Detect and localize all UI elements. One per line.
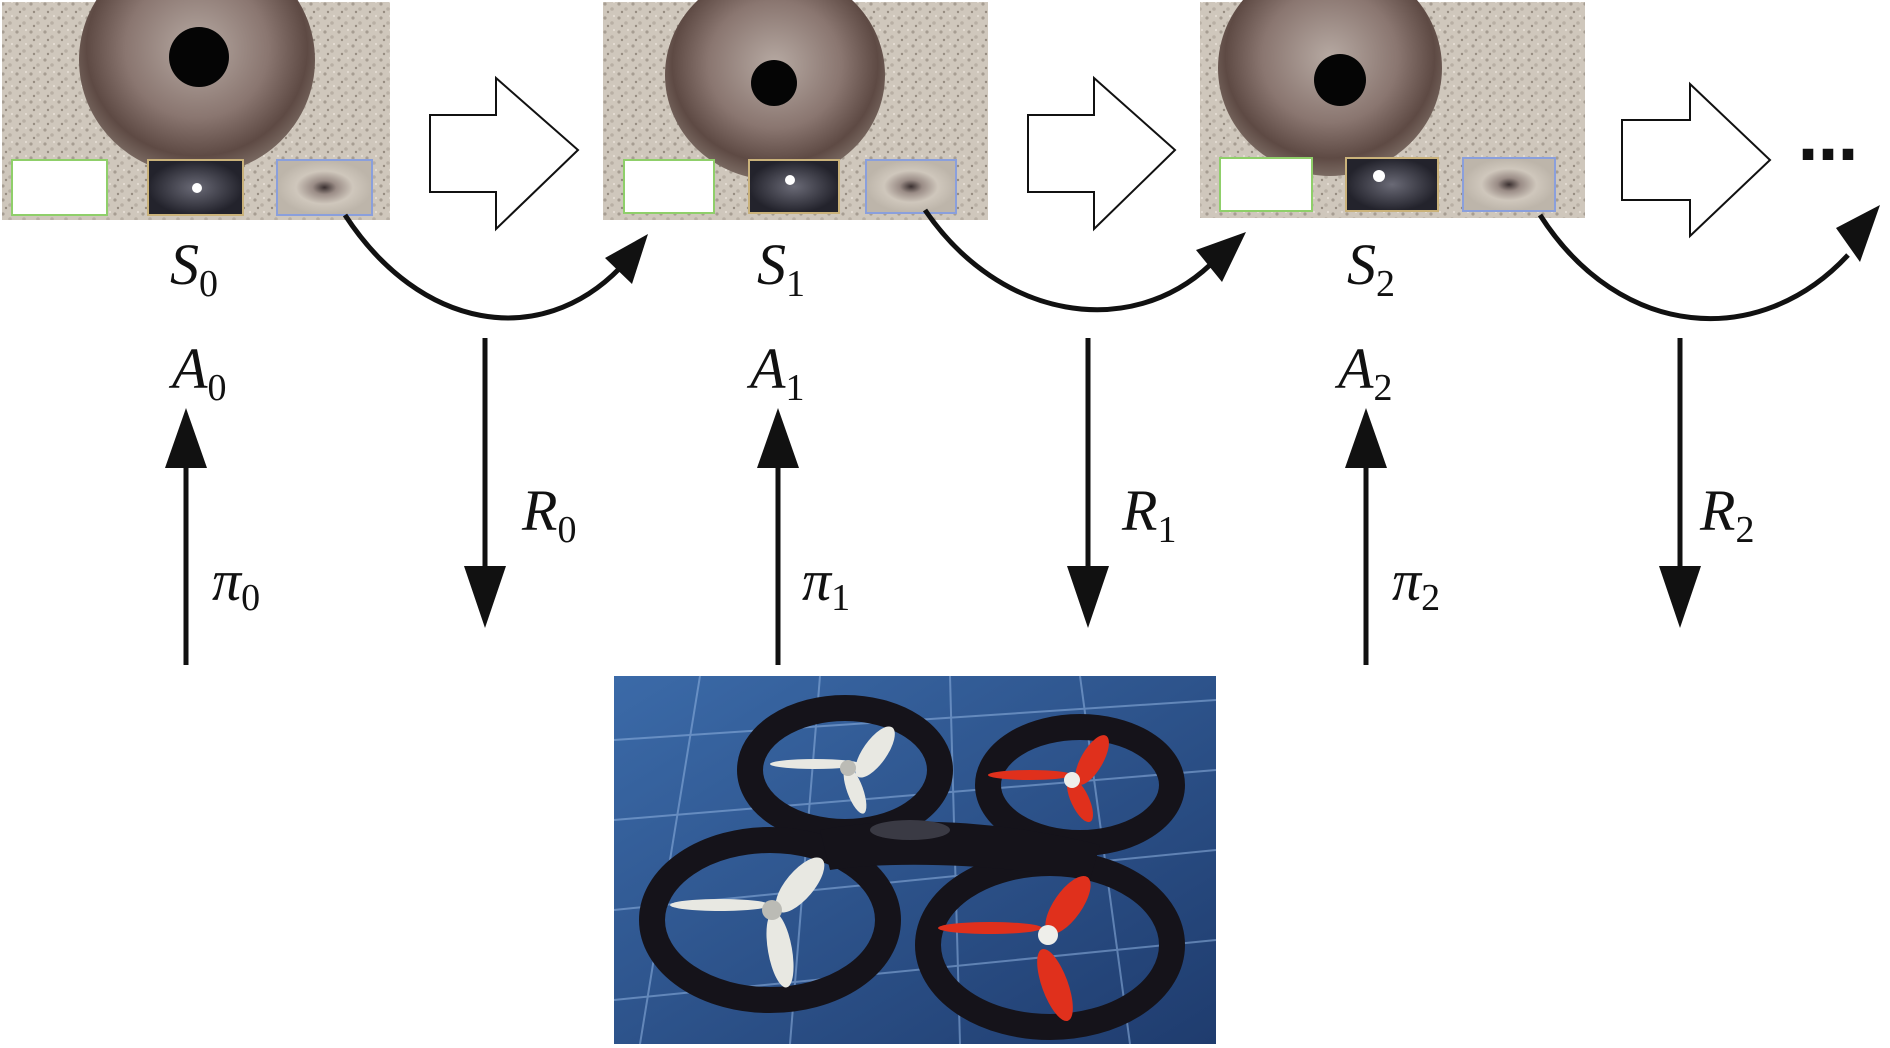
reward-label-2: R2 bbox=[1699, 478, 1754, 551]
state-frame-2 bbox=[1200, 0, 1585, 218]
target-hole bbox=[169, 27, 229, 87]
curve-arrow-1 bbox=[922, 208, 1246, 313]
reward-arrow-0 bbox=[464, 338, 506, 628]
thumb-binary bbox=[1345, 157, 1439, 212]
target-hole bbox=[1314, 54, 1366, 106]
reward-arrow-2 bbox=[1659, 338, 1701, 628]
hollow-arrow-0 bbox=[429, 75, 580, 232]
thumb-camera bbox=[865, 159, 957, 214]
policy-arrow-0 bbox=[165, 408, 207, 665]
propeller-white-front bbox=[670, 857, 825, 988]
thumb-mask bbox=[11, 159, 108, 216]
propeller-red-rear bbox=[988, 735, 1109, 823]
reward-arrow-1 bbox=[1067, 338, 1109, 628]
thumb-binary bbox=[748, 159, 840, 214]
thumb-mask bbox=[623, 159, 715, 214]
hollow-arrow-2 bbox=[1621, 81, 1772, 239]
continuation-ellipsis: … bbox=[1798, 105, 1858, 175]
reward-label-1: R1 bbox=[1121, 478, 1176, 551]
thumb-camera bbox=[276, 159, 373, 216]
state-label-2: S2 bbox=[1347, 232, 1395, 305]
policy-label-0: π0 bbox=[212, 548, 260, 619]
propeller-white-rear bbox=[770, 726, 895, 814]
policy-arrow-1 bbox=[757, 408, 799, 665]
reward-label-0: R0 bbox=[521, 478, 576, 551]
thumb-camera bbox=[1462, 157, 1556, 212]
state-label-1: S1 bbox=[757, 232, 805, 305]
action-label-1: A1 bbox=[746, 336, 804, 409]
state-frame-1 bbox=[603, 0, 988, 220]
drone-render bbox=[613, 675, 1217, 1045]
hollow-arrow-1 bbox=[1027, 75, 1177, 232]
thumb-mask bbox=[1219, 157, 1313, 212]
policy-arrow-2 bbox=[1345, 408, 1387, 665]
state-label-0: S0 bbox=[170, 232, 218, 305]
policy-label-2: π2 bbox=[1392, 548, 1440, 619]
target-hole bbox=[751, 60, 797, 106]
propeller-red-front bbox=[938, 876, 1091, 1021]
action-label-0: A0 bbox=[168, 336, 226, 409]
curve-arrow-2 bbox=[1537, 205, 1880, 321]
curve-arrow-0 bbox=[342, 213, 648, 321]
action-label-2: A2 bbox=[1334, 336, 1392, 409]
state-frame-0 bbox=[2, 0, 390, 220]
policy-label-1: π1 bbox=[802, 548, 850, 619]
